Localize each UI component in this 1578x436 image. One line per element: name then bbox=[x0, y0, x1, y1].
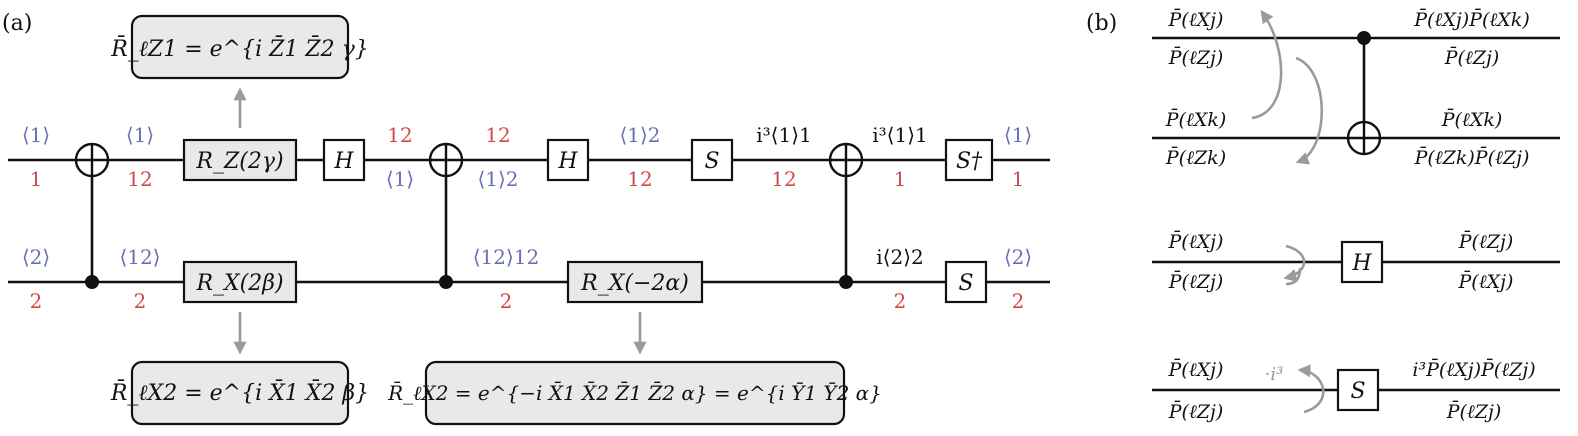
hadamard-gate-2: H bbox=[546, 138, 590, 182]
hadamard-right-bottom: P̄(ℓXj) bbox=[1458, 270, 1514, 293]
cnot-left-in2-bottom: P̄(ℓZk) bbox=[1165, 146, 1226, 169]
phase-left-top: P̄(ℓXj) bbox=[1168, 358, 1224, 381]
callout-bottom-right-text: R̄_ℓX2 = e^{−i X̄1 X̄2 Z̄1 Z̄2 α} = e^{i… bbox=[387, 380, 882, 405]
w2-l2-top: ⟨12⟩ bbox=[119, 245, 160, 269]
w1-l6-bot: 12 bbox=[771, 167, 796, 191]
w2-l5-top: ⟨2⟩ bbox=[1004, 245, 1032, 269]
phase-gate-2: S bbox=[944, 260, 988, 304]
callout-top-text: R̄_ℓZ1 = e^{i Z̄1 Z̄2 γ} bbox=[110, 35, 369, 62]
w1-l4-top: 12 bbox=[485, 123, 510, 147]
rz-gate-label: R_Z(2γ) bbox=[195, 149, 283, 174]
callout-bottom-left: R̄_ℓX2 = e^{i X̄1 X̄2 β} bbox=[110, 360, 369, 426]
phase-arrow bbox=[1297, 364, 1325, 414]
hadamard-right-top: P̄(ℓZj) bbox=[1458, 230, 1514, 253]
w2-l3-top: ⟨12⟩12 bbox=[473, 245, 540, 269]
hadamard-identity-gate-label: H bbox=[1351, 251, 1372, 276]
w1-l1-bot: 1 bbox=[30, 167, 43, 191]
phase-identity-gate-label: S bbox=[1350, 379, 1365, 404]
cnot-left-in2-top: P̄(ℓXk) bbox=[1165, 108, 1227, 131]
w2-l1-bot: 2 bbox=[30, 289, 43, 313]
hadamard-left-top: P̄(ℓXj) bbox=[1168, 230, 1224, 253]
phase-gate-1: S bbox=[690, 138, 734, 182]
cnot-left-in1-bottom: P̄(ℓZj) bbox=[1168, 46, 1224, 69]
phase-gate-1-label: S bbox=[704, 149, 719, 174]
panel-label-b: (b) bbox=[1086, 11, 1117, 36]
w1-l6-top: i³⟨1⟩1 bbox=[756, 123, 811, 147]
w1-l5-bot: 12 bbox=[627, 167, 652, 191]
w1-l4-bot: ⟨1⟩2 bbox=[477, 167, 518, 191]
hadamard-gate-1-label: H bbox=[333, 149, 354, 174]
hadamard-left-bottom: P̄(ℓZj) bbox=[1168, 270, 1224, 293]
callout-top: R̄_ℓZ1 = e^{i Z̄1 Z̄2 γ} bbox=[110, 14, 369, 80]
w1-l7-top: i³⟨1⟩1 bbox=[872, 123, 927, 147]
cnot-right-out1-bottom: P̄(ℓZj) bbox=[1444, 46, 1500, 69]
cnot-gate-2 bbox=[428, 142, 464, 289]
w2-l3-bot: 2 bbox=[500, 289, 513, 313]
rx-gate-1-label: R_X(2β) bbox=[195, 271, 283, 296]
hadamard-swap-arrow bbox=[1283, 244, 1306, 282]
w2-l4-top: i⟨2⟩2 bbox=[876, 245, 923, 269]
phase-gate-2-label: S bbox=[958, 271, 973, 296]
rz-gate: R_Z(2γ) bbox=[182, 138, 298, 182]
callout-bottom-right: R̄_ℓX2 = e^{−i X̄1 X̄2 Z̄1 Z̄2 α} = e^{i… bbox=[387, 360, 882, 426]
phase-right-top: i³P̄(ℓXj)P̄(ℓZj) bbox=[1412, 358, 1535, 381]
phase-right-bottom: P̄(ℓZj) bbox=[1446, 400, 1502, 423]
w2-l2-bot: 2 bbox=[134, 289, 147, 313]
phase-left-bottom: P̄(ℓZj) bbox=[1168, 400, 1224, 423]
phase-identity: S ·i³ P̄(ℓXj) P̄(ℓZj) i³P̄(ℓXj)P̄(ℓZj) P… bbox=[1152, 358, 1560, 423]
phase-dagger-gate-label: S† bbox=[956, 149, 983, 174]
cnot-right-out1-top: P̄(ℓXj)P̄(ℓXk) bbox=[1413, 8, 1530, 31]
w1-l2-top: ⟨1⟩ bbox=[126, 123, 154, 147]
w2-l5-bot: 2 bbox=[1012, 289, 1025, 313]
cnot-gate-3 bbox=[828, 142, 864, 289]
phase-dagger-gate: S† bbox=[944, 138, 994, 182]
w1-l3-bot: ⟨1⟩ bbox=[386, 167, 414, 191]
cnot-left-in1-top: P̄(ℓXj) bbox=[1168, 8, 1224, 31]
cnot-arrow-x bbox=[1251, 9, 1283, 120]
hadamard-swap-arrow-2 bbox=[1285, 267, 1302, 286]
w1-l5-top: ⟨1⟩2 bbox=[619, 123, 660, 147]
phase-note: ·i³ bbox=[1265, 364, 1284, 385]
cnot-identity: P̄(ℓXj) P̄(ℓZj) P̄(ℓXk) P̄(ℓZk) P̄(ℓXj)P… bbox=[1152, 8, 1560, 169]
hadamard-gate-2-label: H bbox=[557, 149, 578, 174]
hadamard-gate-1: H bbox=[322, 138, 366, 182]
w1-l8-top: ⟨1⟩ bbox=[1004, 123, 1032, 147]
rx-gate-2-label: R_X(−2α) bbox=[580, 271, 689, 296]
cnot-gate-1 bbox=[74, 142, 110, 289]
callout-bottom-left-text: R̄_ℓX2 = e^{i X̄1 X̄2 β} bbox=[110, 379, 369, 406]
w2-l4-bot: 2 bbox=[894, 289, 907, 313]
phase-identity-gate bbox=[1336, 368, 1380, 412]
w1-l2-bot: 12 bbox=[127, 167, 152, 191]
hadamard-identity: H P̄(ℓXj) P̄(ℓZj) P̄(ℓZj) P̄(ℓXj) bbox=[1152, 230, 1560, 293]
w1-l3-top: 12 bbox=[387, 123, 412, 147]
cnot-right-out2-bottom: P̄(ℓZk)P̄(ℓZj) bbox=[1414, 146, 1530, 169]
rx-gate-1: R_X(2β) bbox=[182, 260, 298, 304]
hadamard-identity-gate bbox=[1340, 240, 1384, 284]
w2-l1-top: ⟨2⟩ bbox=[22, 245, 50, 269]
w1-l1-top: ⟨1⟩ bbox=[22, 123, 50, 147]
cnot-arrow-z bbox=[1295, 56, 1323, 165]
w1-l7-bot: 1 bbox=[894, 167, 907, 191]
panel-label-a: (a) bbox=[2, 11, 32, 36]
w1-l8-bot: 1 bbox=[1012, 167, 1025, 191]
cnot-right-out2-top: P̄(ℓXk) bbox=[1441, 108, 1503, 131]
rx-gate-2: R_X(−2α) bbox=[566, 260, 704, 304]
